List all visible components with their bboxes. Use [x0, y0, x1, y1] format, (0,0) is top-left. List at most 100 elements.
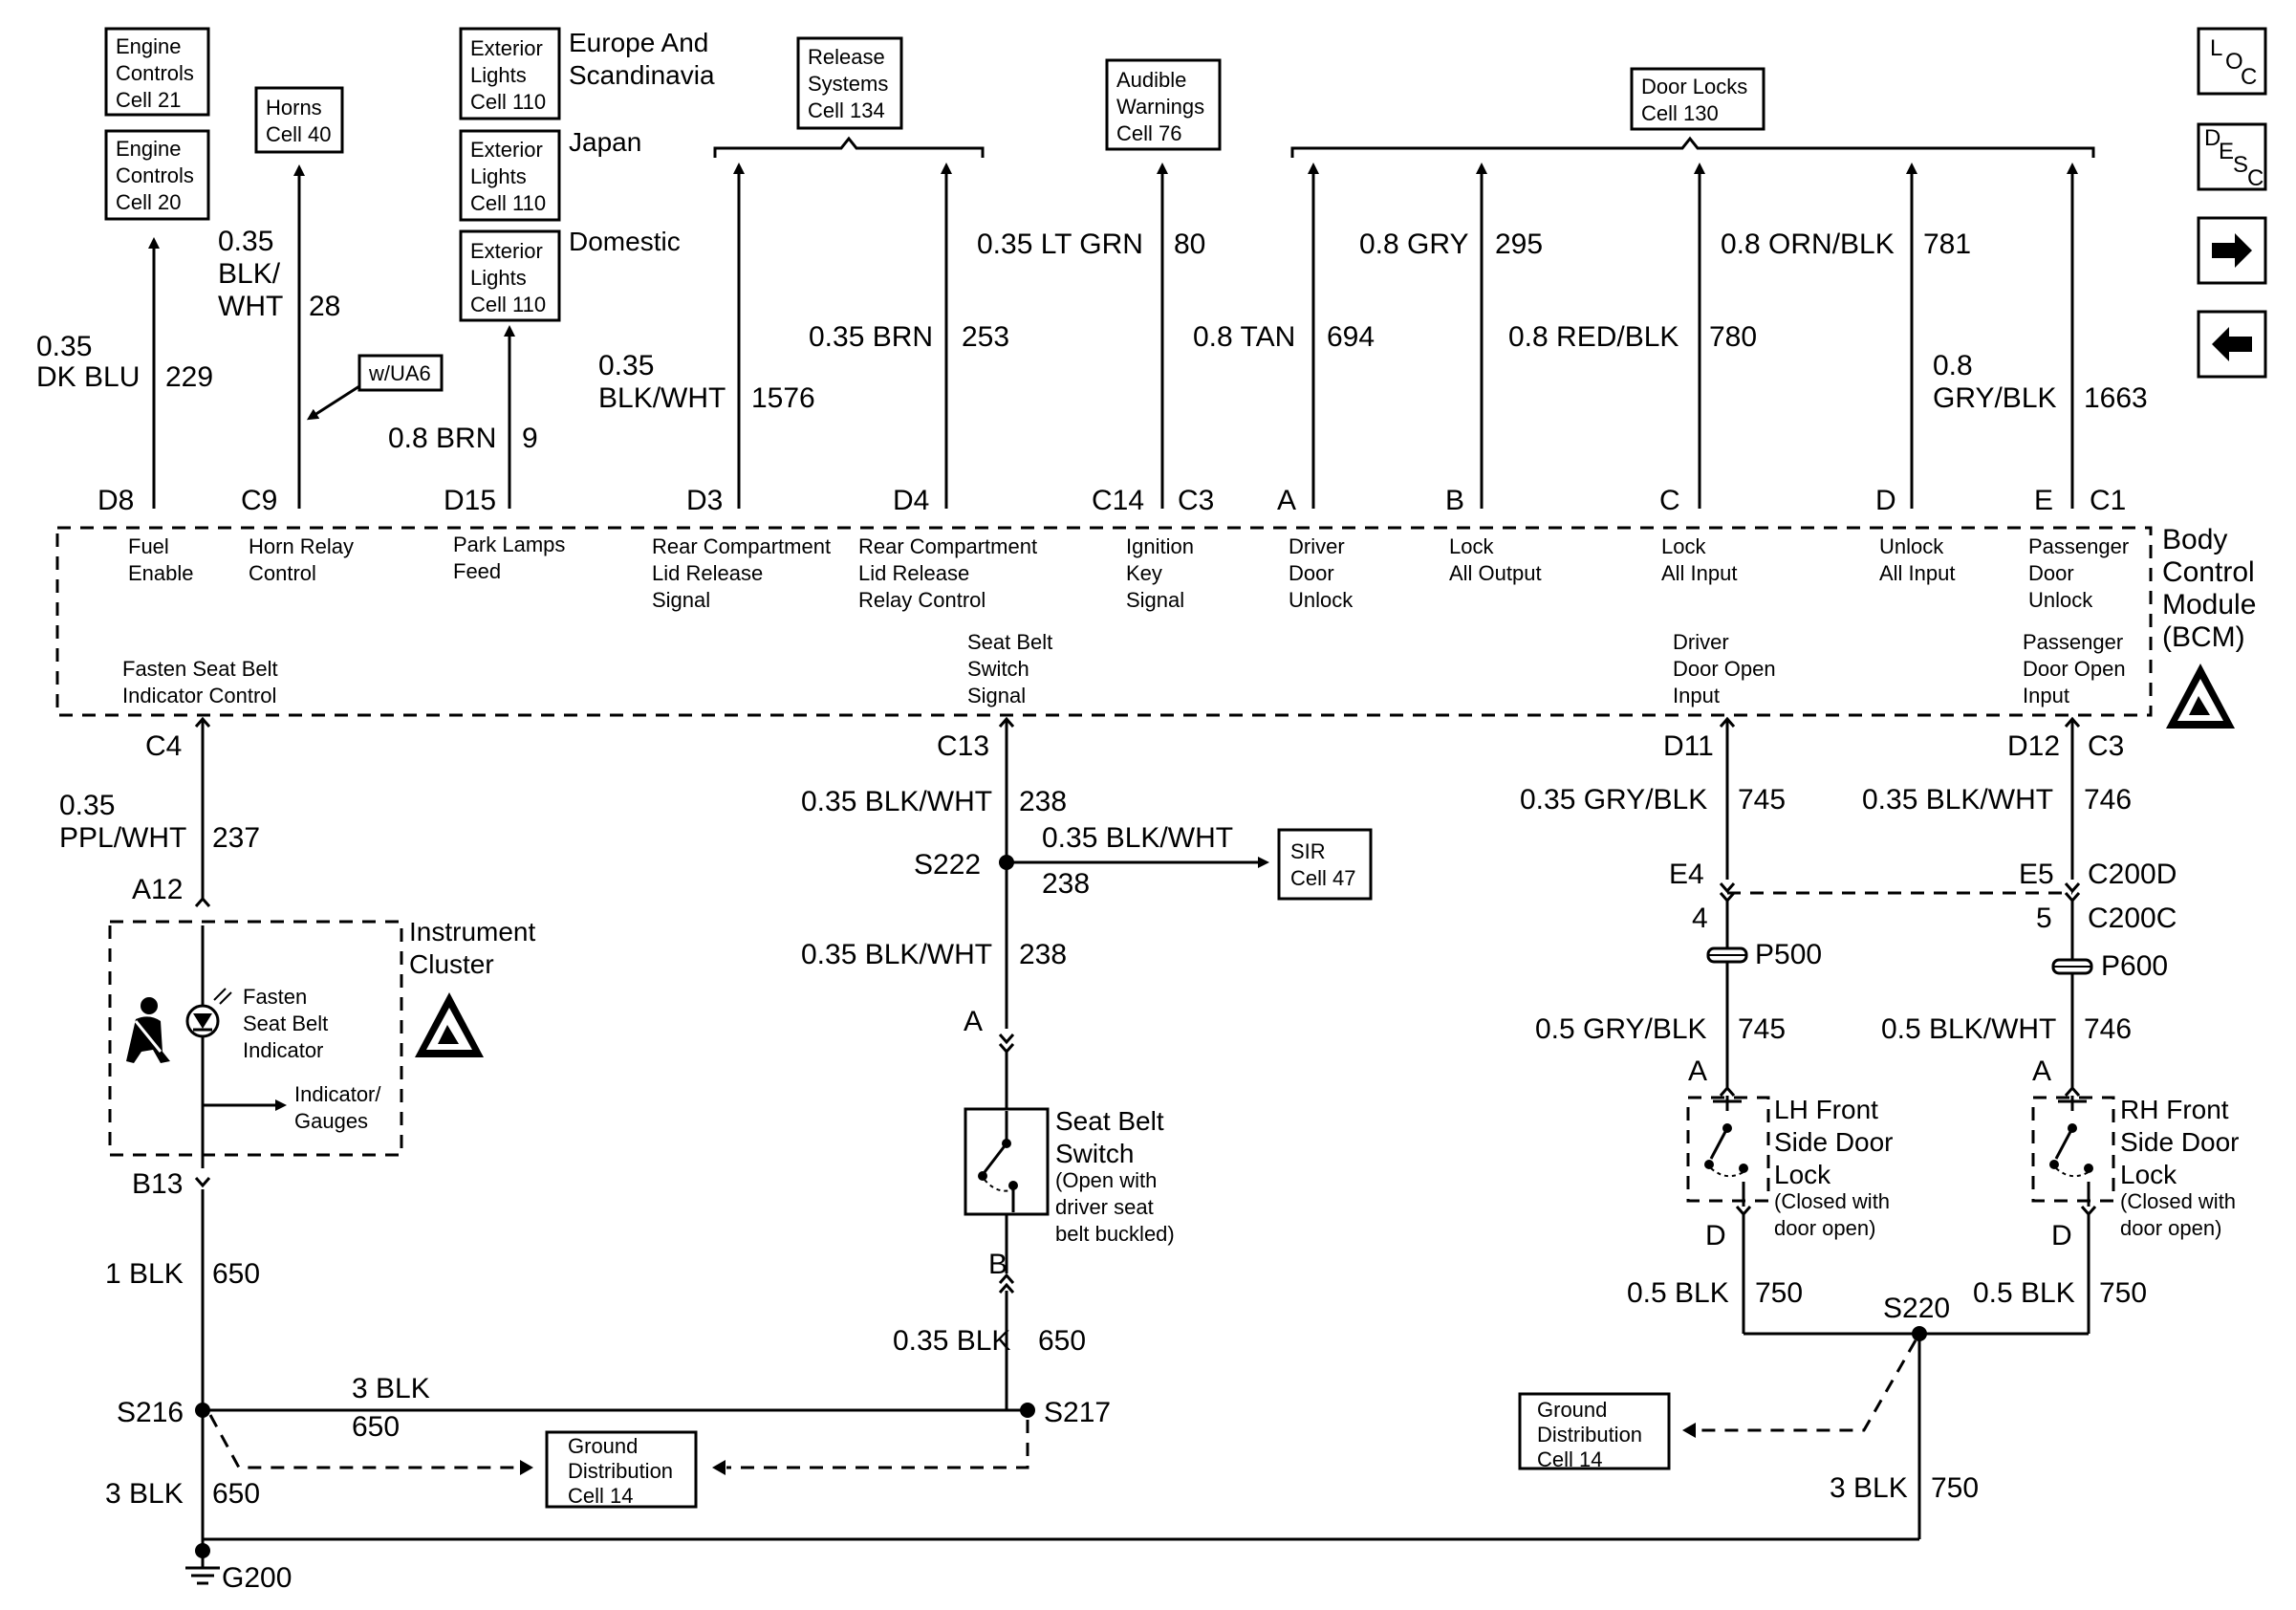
- wire-750c-color: 3 BLK: [1830, 1472, 1908, 1504]
- rh-lock-contact-icon: [2049, 1099, 2093, 1178]
- svg-text:Input: Input: [2023, 684, 2069, 707]
- svg-text:Signal: Signal: [652, 588, 710, 612]
- ref-box-exterior-lights-japan[interactable]: Exterior Lights Cell 110: [459, 129, 561, 222]
- svg-text:Exterior: Exterior: [470, 138, 543, 162]
- wire-650b-color: 0.35 BLK: [893, 1325, 1010, 1357]
- svg-text:Lock: Lock: [1449, 534, 1494, 558]
- pin-c14: C14: [1092, 485, 1144, 516]
- svg-text:Cell 110: Cell 110: [470, 191, 546, 215]
- wire-9-color: 0.8 BRN: [388, 423, 496, 454]
- ref-box-door-locks[interactable]: Door Locks Cell 130: [1630, 67, 1765, 131]
- svg-text:Horn Relay: Horn Relay: [249, 534, 354, 558]
- prev-button[interactable]: [2197, 310, 2267, 379]
- lh-lock-contact-icon: [1704, 1099, 1748, 1178]
- svg-text:Signal: Signal: [1126, 588, 1184, 612]
- bcm-label-passenger-unlock: Passenger Door Unlock: [2028, 534, 2129, 612]
- bcm-label-park-lamps: Park Lamps Feed: [453, 533, 565, 583]
- cluster-indicator-1: Fasten: [243, 985, 307, 1009]
- conn-pin-4: 4: [1692, 903, 1708, 934]
- ref-box-horns[interactable]: Horns Cell 40: [254, 86, 344, 154]
- svg-text:Key: Key: [1126, 561, 1162, 585]
- switch-contact-icon: [978, 1111, 1018, 1212]
- pin-d11: D11: [1663, 730, 1714, 762]
- svg-text:Ground: Ground: [1537, 1398, 1607, 1422]
- ref-box-sir[interactable]: SIR Cell 47: [1277, 828, 1373, 901]
- svg-text:Warnings: Warnings: [1116, 95, 1204, 119]
- top-wires: [148, 163, 2078, 509]
- svg-text:w/UA6: w/UA6: [368, 361, 431, 385]
- wire-745a-circuit: 745: [1738, 784, 1786, 816]
- ref-box-release-systems[interactable]: Release Systems Cell 134: [796, 36, 903, 130]
- cluster-indicator-2: Seat Belt: [243, 1012, 328, 1035]
- region-japan: Japan: [569, 127, 641, 157]
- wire-229-gauge: 0.35: [36, 331, 92, 362]
- svg-text:D: D: [2204, 125, 2220, 151]
- region-europe: Europe And: [569, 28, 708, 57]
- bcm-title-4: (BCM): [2162, 621, 2245, 653]
- wire-650b-circuit: 650: [1038, 1325, 1086, 1357]
- pin-a-top: A: [1277, 485, 1296, 516]
- wire-237-circuit: 237: [212, 822, 260, 854]
- wire-1663-gauge: 0.8: [1933, 350, 1973, 381]
- svg-text:Lid Release: Lid Release: [652, 561, 763, 585]
- ref-box-exterior-lights-domestic[interactable]: Exterior Lights Cell 110: [459, 229, 561, 322]
- wire-745b-circuit: 745: [1738, 1013, 1786, 1045]
- svg-text:Lid Release: Lid Release: [858, 561, 969, 585]
- svg-text:Cell 134: Cell 134: [808, 98, 885, 122]
- ref-box-ground-distribution-left[interactable]: Ground Distribution Cell 14: [545, 1430, 698, 1509]
- bcm-label-seat-belt-switch: Seat Belt Switch Signal: [967, 630, 1052, 707]
- wire-750b-color: 0.5 BLK: [1973, 1277, 2075, 1309]
- ref-box-engine-controls-20[interactable]: Engine Controls Cell 20: [104, 129, 210, 221]
- svg-text:L: L: [2210, 35, 2222, 61]
- svg-text:Exterior: Exterior: [470, 36, 543, 60]
- svg-text:Driver: Driver: [1673, 630, 1729, 654]
- pin-c3-top: C3: [1178, 485, 1214, 516]
- pin-b-top: B: [1445, 485, 1464, 516]
- switch-pin-b: B: [988, 1249, 1007, 1280]
- wire-237-gauge: 0.35: [59, 790, 115, 821]
- wire-238c-circuit: 238: [1019, 939, 1067, 970]
- svg-text:Ignition: Ignition: [1126, 534, 1194, 558]
- instrument-cluster-outline: [108, 920, 403, 1157]
- ref-box-audible-warnings[interactable]: Audible Warnings Cell 76: [1105, 58, 1222, 151]
- fuse-p500: P500: [1755, 939, 1822, 970]
- svg-text:SIR: SIR: [1290, 839, 1326, 863]
- circuit-driver-door: [1719, 716, 1752, 1334]
- bcm-label-rear-lid-signal: Rear Compartment Lid Release Signal: [652, 534, 831, 612]
- ref-box-ground-distribution-right[interactable]: Ground Distribution Cell 14: [1518, 1392, 1671, 1471]
- svg-text:All Input: All Input: [1879, 561, 1956, 585]
- svg-text:Cell 47: Cell 47: [1290, 866, 1355, 890]
- pin-c-top: C: [1659, 485, 1680, 516]
- fuse-p500-icon: [1706, 946, 1748, 964]
- svg-text:Passenger: Passenger: [2023, 630, 2123, 654]
- next-button[interactable]: [2197, 216, 2267, 285]
- svg-text:Cell 40: Cell 40: [266, 122, 331, 146]
- option-tag-ua6: w/UA6: [306, 354, 444, 421]
- svg-text:All Output: All Output: [1449, 561, 1542, 585]
- pin-d4: D4: [893, 485, 929, 516]
- svg-text:Lights: Lights: [470, 164, 527, 188]
- loc-button[interactable]: L O C: [2197, 27, 2267, 96]
- wire-650a-color: 1 BLK: [105, 1258, 184, 1290]
- conn-c200d: C200D: [2088, 859, 2177, 890]
- wire-650c-circuit: 650: [352, 1411, 400, 1443]
- wire-80-circuit: 80: [1174, 228, 1205, 260]
- wire-750a-color: 0.5 BLK: [1627, 1277, 1729, 1309]
- wire-229-color: DK BLU: [36, 361, 140, 393]
- wire-238b-color: 0.35 BLK/WHT: [1042, 822, 1233, 854]
- region-scandinavia: Scandinavia: [569, 60, 715, 90]
- ground-link-right: [1694, 1339, 1917, 1432]
- pin-d-top: D: [1875, 485, 1896, 516]
- desc-button[interactable]: D E S C: [2197, 122, 2267, 191]
- wire-1576-color: BLK/WHT: [598, 382, 726, 414]
- wire-238a-circuit: 238: [1019, 786, 1067, 817]
- ref-box-exterior-lights-europe[interactable]: Exterior Lights Cell 110: [459, 27, 561, 120]
- bcm-label-ignition-key: Ignition Key Signal: [1126, 534, 1194, 612]
- svg-text:C: C: [2247, 165, 2264, 191]
- wire-746b-circuit: 746: [2084, 1013, 2132, 1045]
- ref-box-engine-controls-21[interactable]: Engine Controls Cell 21: [104, 27, 210, 117]
- wire-780-circuit: 780: [1709, 321, 1757, 353]
- pin-d8: D8: [97, 485, 134, 516]
- svg-text:Unlock: Unlock: [1879, 534, 1944, 558]
- svg-text:Cell 21: Cell 21: [116, 88, 181, 112]
